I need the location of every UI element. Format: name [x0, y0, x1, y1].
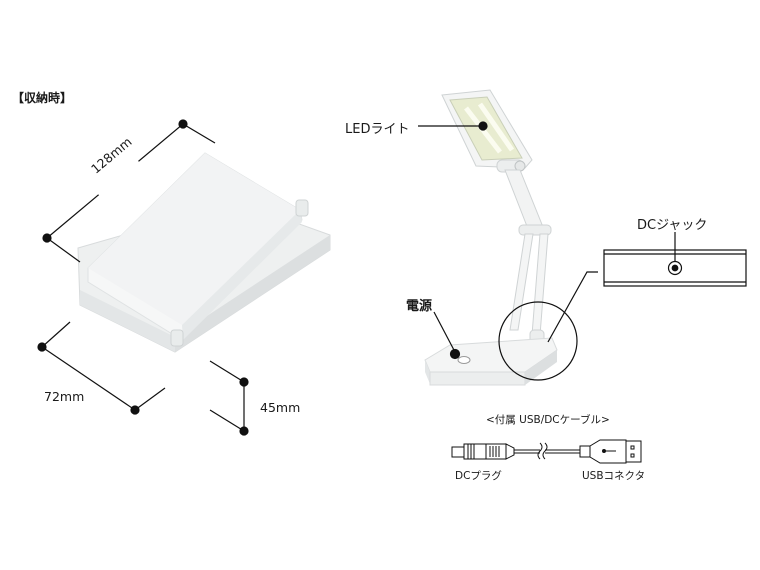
dc-jack-detail	[603, 232, 747, 287]
dimension-height-label: 45mm	[260, 400, 301, 415]
dc-plug-label: DCプラグ	[455, 470, 502, 482]
folded-device-panel	[87, 152, 309, 347]
magnifier-circle	[498, 301, 578, 381]
dc-jack-label: DCジャック	[637, 218, 708, 233]
stored-title: 【収納時】	[12, 91, 73, 105]
power-leader	[433, 311, 461, 360]
dimension-width-lines	[37, 321, 166, 415]
usb-connector-label: USBコネクタ	[582, 470, 646, 482]
led-light-leader	[418, 121, 488, 131]
lamp-base	[424, 337, 558, 386]
power-label: 電源	[406, 299, 433, 314]
dimension-width-label: 72mm	[44, 389, 85, 404]
led-light-label: LEDライト	[345, 122, 410, 137]
cable-title: <付属 USB/DCケーブル>	[486, 414, 610, 426]
dimension-height-lines	[209, 360, 249, 436]
